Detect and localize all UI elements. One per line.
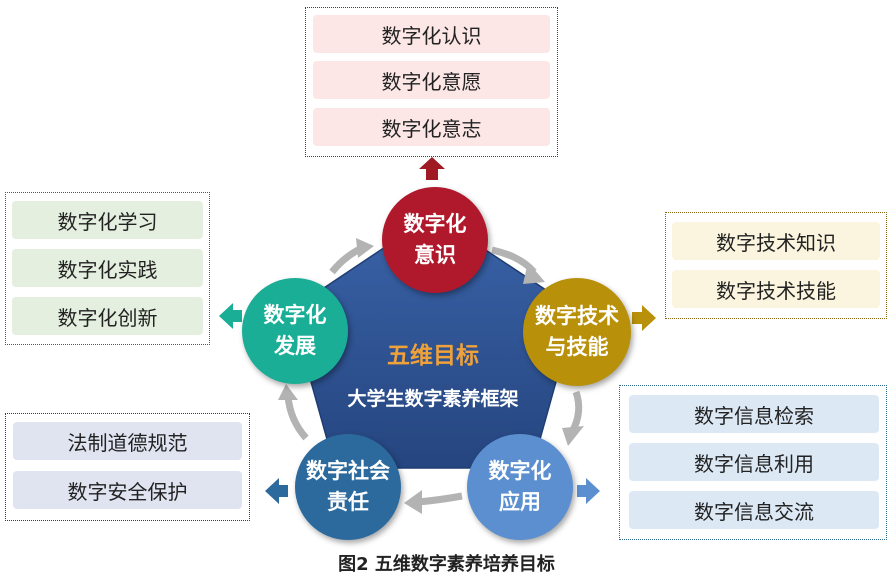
node-awareness-line2: 意识 xyxy=(414,243,456,267)
node-development-line1: 数字化 xyxy=(263,303,327,327)
arrow-left-to-responsibility-box xyxy=(265,478,288,504)
cycle-arrowhead xyxy=(404,490,422,514)
awareness-item-1: 数字化认识 xyxy=(313,15,550,53)
node-responsibility: 数字社会 责任 xyxy=(295,434,401,540)
node-development-line2: 发展 xyxy=(274,334,316,358)
awareness-group-box xyxy=(305,7,558,157)
application-item-1: 数字信息检索 xyxy=(629,395,879,433)
cycle-arrowhead xyxy=(562,426,584,446)
arrow-left-to-development-box xyxy=(219,303,242,329)
cycle-arrowhead xyxy=(278,384,298,400)
responsibility-group-box xyxy=(5,413,250,521)
node-application-line2: 应用 xyxy=(499,490,541,514)
cycle-arrowhead xyxy=(523,262,545,284)
cycle-arrow-application-to-responsibility xyxy=(417,492,463,506)
node-skills-line2: 与技能 xyxy=(545,335,609,359)
center-subtitle: 大学生数字素养框架 xyxy=(347,388,519,410)
arrow-right-to-skills-box xyxy=(632,305,656,331)
development-item-1: 数字化学习 xyxy=(12,201,203,239)
node-application-line1: 数字化 xyxy=(488,459,552,483)
development-group-box xyxy=(5,192,210,345)
responsibility-item-2: 数字安全保护 xyxy=(13,471,242,509)
node-skills: 数字技术 与技能 xyxy=(523,278,631,386)
cycle-arrow-skills-to-application xyxy=(568,390,583,434)
cycle-arrow-responsibility-to-development xyxy=(284,395,309,441)
node-development: 数字化 发展 xyxy=(242,278,348,384)
node-responsibility-line2: 责任 xyxy=(327,490,369,514)
application-item-2: 数字信息利用 xyxy=(629,443,879,481)
awareness-item-3: 数字化意志 xyxy=(313,108,550,146)
skills-group-box xyxy=(665,212,887,319)
node-application: 数字化 应用 xyxy=(467,434,573,540)
node-responsibility-line1: 数字社会 xyxy=(306,459,390,483)
node-awareness: 数字化 意识 xyxy=(382,187,488,293)
awareness-item-2: 数字化意愿 xyxy=(313,61,550,99)
application-item-3: 数字信息交流 xyxy=(629,491,879,529)
skills-item-1: 数字技术知识 xyxy=(672,222,880,260)
development-item-2: 数字化实践 xyxy=(12,249,203,287)
figure-caption: 图2 五维数字素养培养目标 xyxy=(338,554,555,575)
cycle-arrowheads xyxy=(278,238,584,514)
arrow-up-to-awareness-box xyxy=(419,157,445,180)
development-item-3: 数字化创新 xyxy=(12,297,203,335)
cycle-arrowhead xyxy=(356,238,374,258)
skills-item-2: 数字技术技能 xyxy=(672,270,880,308)
application-group-box xyxy=(619,385,887,540)
node-skills-line1: 数字技术 xyxy=(535,304,619,328)
arrow-right-to-application-box xyxy=(577,478,600,504)
center-title: 五维目标 xyxy=(387,343,479,369)
node-awareness-line1: 数字化 xyxy=(403,212,467,236)
responsibility-item-1: 法制道德规范 xyxy=(13,422,242,460)
